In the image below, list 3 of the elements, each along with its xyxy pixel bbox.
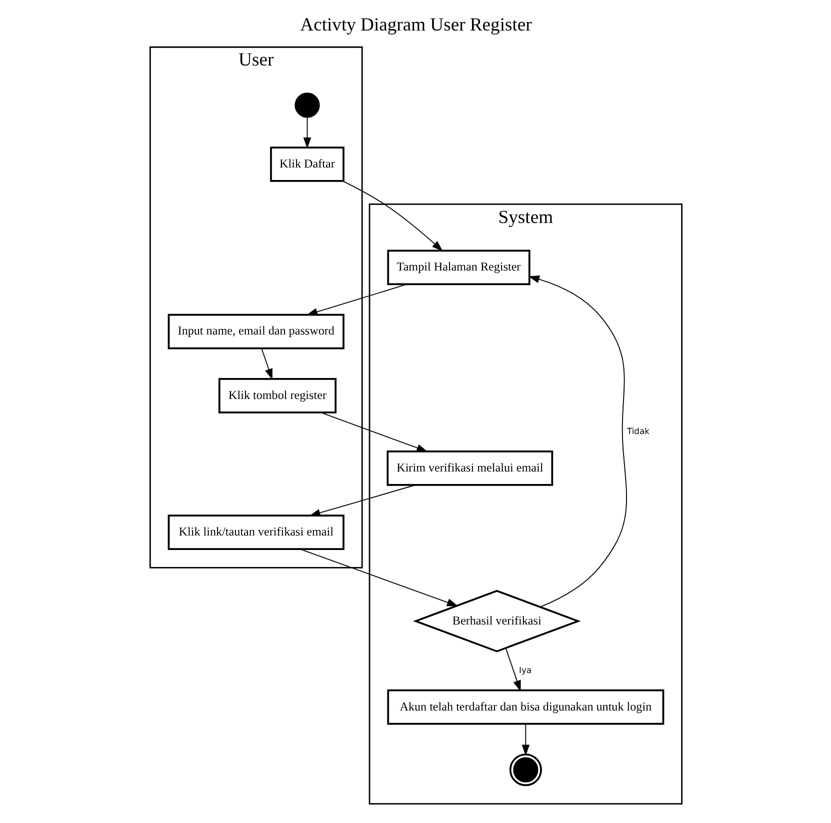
diagram-title: Activty Diagram User Register (300, 14, 532, 36)
edge-label: Tidak (626, 426, 649, 436)
edge-label: Iya (518, 664, 532, 675)
